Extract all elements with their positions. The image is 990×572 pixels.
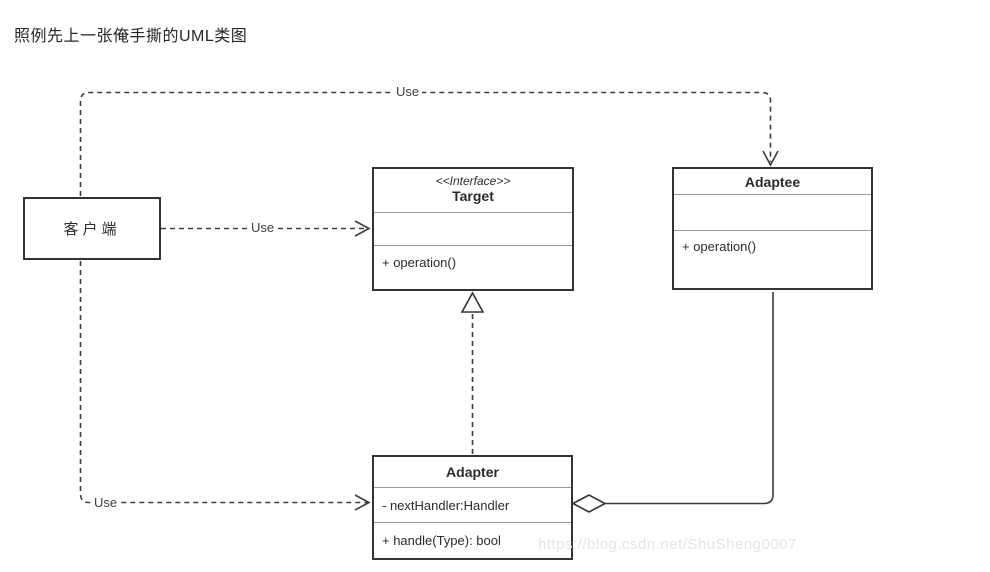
target-methods-section: + operation()	[374, 246, 572, 289]
target-method: + operation()	[382, 255, 457, 270]
client-class-name: 客户端	[63, 221, 121, 238]
uml-class-adaptee: Adaptee + operation()	[672, 167, 873, 290]
realization-adapter-target	[460, 291, 485, 454]
adapter-methods-section: + handle(Type): bool	[374, 523, 571, 558]
open-arrowhead-down-icon	[762, 150, 779, 167]
dependency-client-adapter	[79, 261, 371, 511]
dependency-line	[79, 91, 772, 196]
adapter-attributes-section: - nextHandler:Handler	[374, 488, 571, 523]
adaptee-class-name: Adaptee	[744, 173, 801, 190]
adaptee-method: + operation()	[682, 239, 757, 254]
adaptee-header: Adaptee	[674, 169, 871, 195]
dependency-line	[79, 261, 367, 504]
association-line	[605, 292, 774, 505]
target-attributes-section	[374, 213, 572, 246]
target-header: <<Interface>> Target	[374, 169, 572, 213]
target-class-name: Target	[452, 188, 494, 204]
adapter-header: Adapter	[374, 457, 571, 488]
adapter-class-name: Adapter	[446, 464, 499, 480]
page-title: 照例先上一张俺手撕的UML类图	[14, 28, 248, 45]
adapter-method: + handle(Type): bool	[382, 533, 501, 548]
target-stereotype: <<Interface>>	[435, 174, 511, 188]
adapter-attribute: - nextHandler:Handler	[382, 497, 510, 513]
edge-label-use-top: Use	[393, 84, 423, 99]
hollow-triangle-arrowhead-icon	[460, 291, 485, 313]
open-arrowhead-right-icon	[354, 494, 371, 511]
uml-class-adapter: Adapter - nextHandler:Handler + handle(T…	[372, 455, 573, 560]
edge-label-use-bottom: Use	[91, 495, 121, 510]
open-arrowhead-right-icon	[354, 220, 371, 237]
csdn-watermark: https://blog.csdn.net/ShuSheng0007	[538, 536, 797, 553]
uml-class-client: 客户端	[23, 197, 161, 260]
dependency-client-adaptee	[79, 91, 779, 196]
hollow-diamond-icon	[571, 494, 607, 513]
adaptee-attributes-section	[674, 195, 871, 231]
uml-class-target: <<Interface>> Target + operation()	[372, 167, 574, 291]
adaptee-methods-section: + operation()	[674, 231, 871, 288]
edge-label-use-middle: Use	[248, 220, 278, 235]
aggregation-adapter-adaptee	[571, 292, 774, 513]
